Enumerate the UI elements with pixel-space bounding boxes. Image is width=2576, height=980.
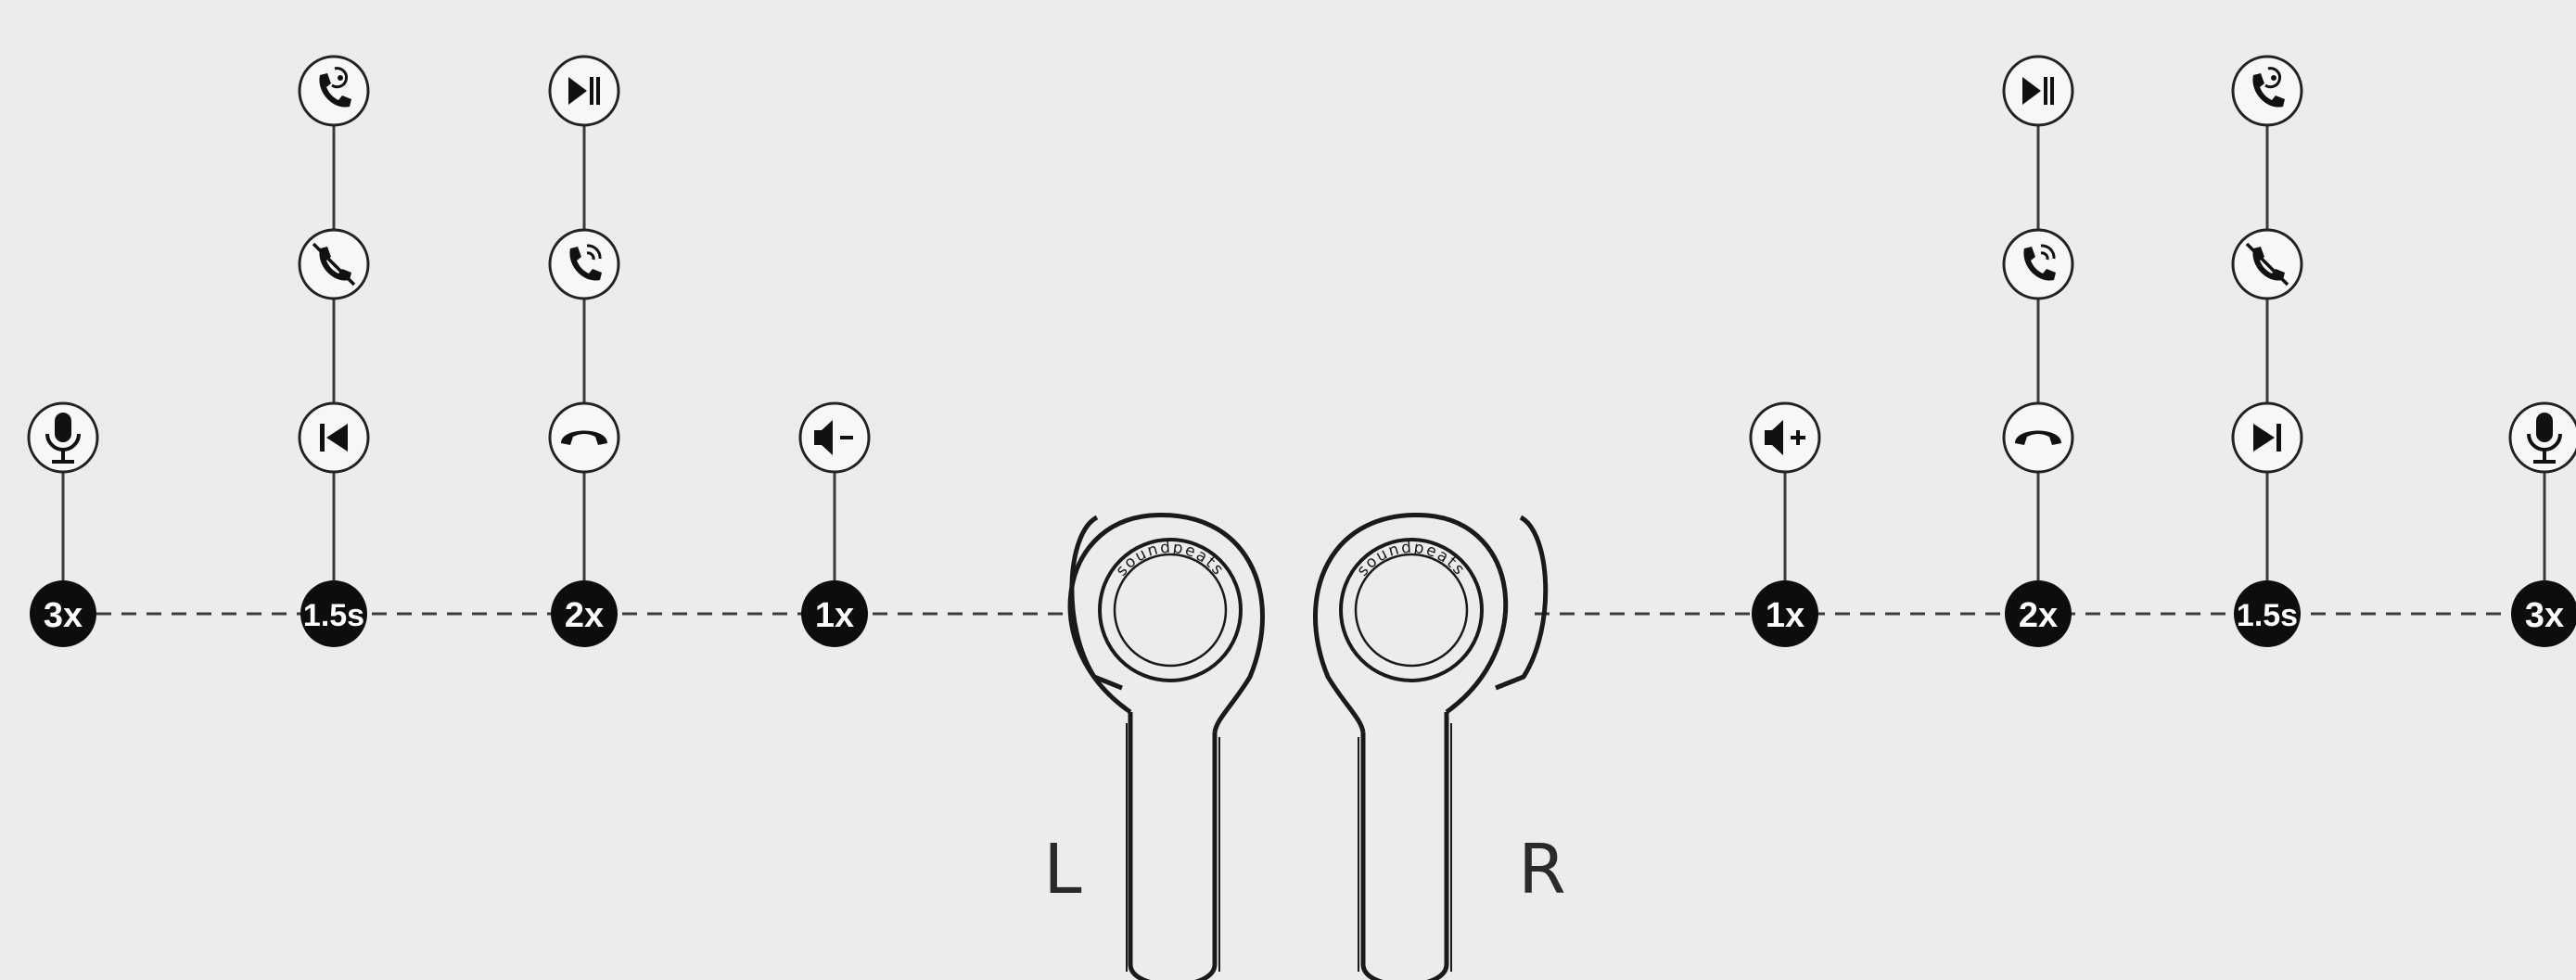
- right-side-label: R: [1518, 830, 1565, 910]
- trigger-label: 3x: [44, 596, 83, 635]
- play-pause-icon: [548, 55, 620, 127]
- microphone-icon: [27, 401, 99, 474]
- right-trigger-badge: 1x: [1752, 580, 1818, 647]
- left-trigger-badge: 1x: [801, 580, 868, 647]
- right-trigger-badge: 2x: [2005, 580, 2072, 647]
- left-side-label: L: [1043, 830, 1081, 910]
- end-call-icon: [2002, 401, 2074, 474]
- voice-assistant-call-icon: [2231, 55, 2303, 127]
- reject-call-icon: [2231, 228, 2303, 300]
- trigger-badges: 3x 1.5s 2x 1x 1x 2x 1.5s 3x: [30, 580, 2576, 647]
- reject-call-icon: [298, 228, 370, 300]
- answer-call-icon: [548, 228, 620, 300]
- control-icons: [27, 55, 2576, 474]
- end-call-icon: [548, 401, 620, 474]
- trigger-label: 1.5s: [2237, 598, 2298, 633]
- left-trigger-badge: 1.5s: [300, 580, 367, 647]
- left-trigger-badge: 3x: [30, 580, 96, 647]
- microphone-icon: [2508, 401, 2576, 474]
- voice-assistant-call-icon: [298, 55, 370, 127]
- left-earbud: [1067, 513, 1265, 980]
- volume-up-icon: [1749, 401, 1821, 474]
- trigger-label: 1x: [815, 596, 854, 635]
- left-trigger-badge: 2x: [551, 580, 618, 647]
- right-earbud: [1313, 513, 1549, 980]
- trigger-label: 2x: [565, 596, 604, 635]
- brand-logo-right: soundpeats: [1354, 539, 1470, 580]
- trigger-label: 1.5s: [303, 598, 364, 633]
- answer-call-icon: [2002, 228, 2074, 300]
- next-track-icon: [2231, 401, 2303, 474]
- trigger-label: 1x: [1766, 596, 1804, 635]
- trigger-label: 3x: [2525, 596, 2564, 635]
- previous-track-icon: [298, 401, 370, 474]
- volume-down-icon: [798, 401, 871, 474]
- trigger-label: 2x: [2019, 596, 2058, 635]
- connector-lines: [61, 91, 2546, 616]
- play-pause-icon: [2002, 55, 2074, 127]
- brand-logo-left: soundpeats: [1113, 539, 1229, 580]
- right-trigger-badge: 3x: [2511, 580, 2576, 647]
- right-trigger-badge: 1.5s: [2234, 580, 2301, 647]
